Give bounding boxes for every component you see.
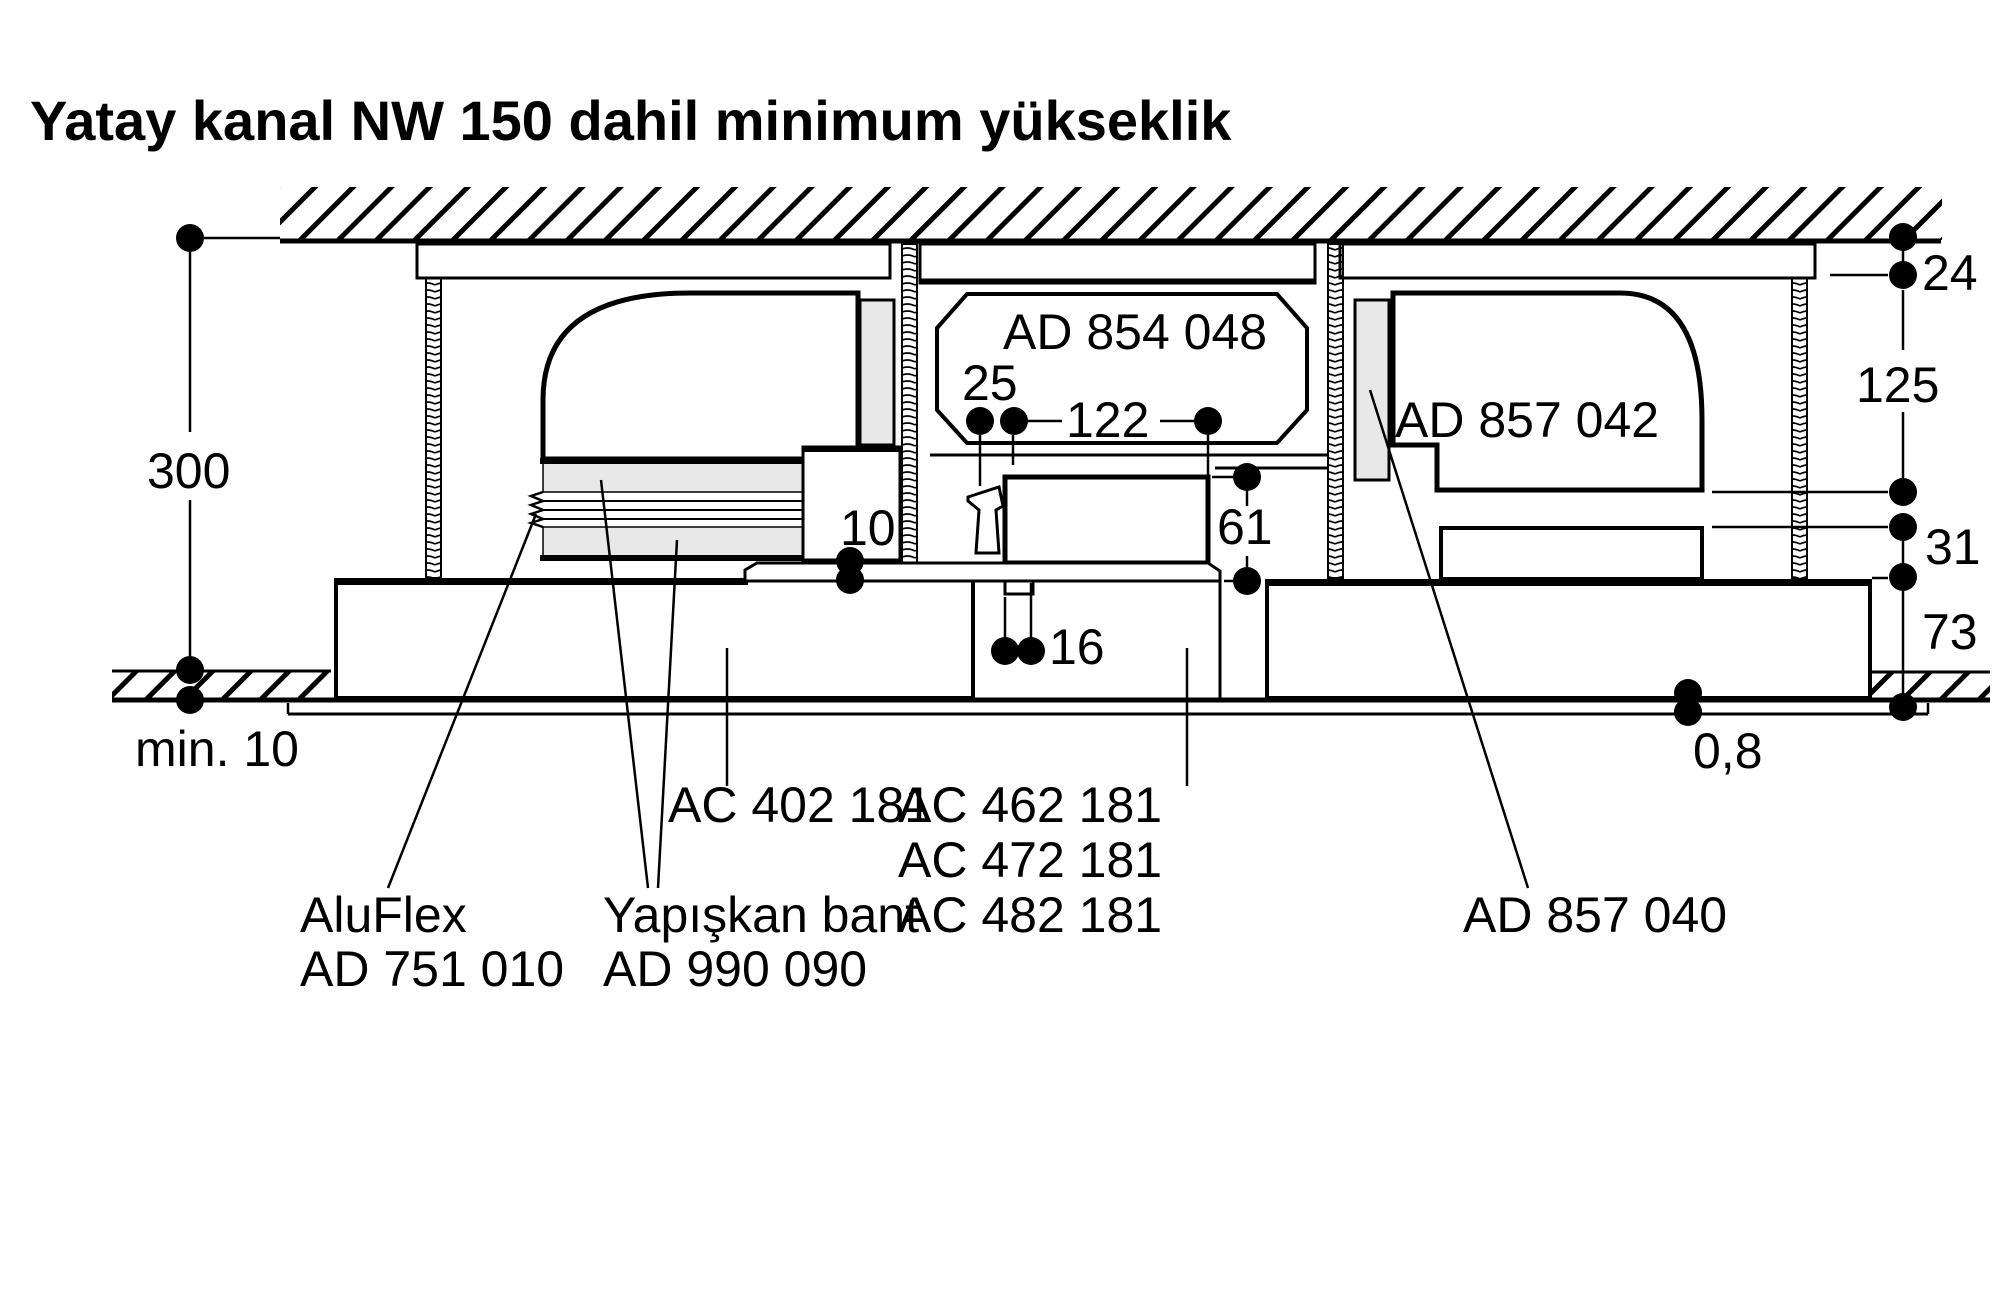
dim-base-gap-label: 10 xyxy=(840,500,896,556)
page-title: Yatay kanal NW 150 dahil minimum yüksekl… xyxy=(30,89,1232,152)
dim-total-height: 300 min. 10 xyxy=(135,224,299,777)
accordion-zigzag-left xyxy=(527,490,547,529)
left-plinth xyxy=(334,578,975,700)
dim-side-clearance-label: 16 xyxy=(1049,619,1105,675)
right-plinth xyxy=(1265,579,1872,700)
left-canopy xyxy=(540,290,861,462)
right-blower-unit: AD 857 042 xyxy=(1353,290,1705,581)
threaded-rod-icon xyxy=(1327,243,1344,579)
right-canopy xyxy=(1390,290,1705,493)
dim-connector: 25 122 xyxy=(962,355,1222,486)
floor-hatch-right xyxy=(1870,672,1990,700)
dim-recess-height-label: 61 xyxy=(1217,499,1273,555)
right-blower-label: AD 857 042 xyxy=(1395,392,1659,448)
flex-duct-accordion xyxy=(527,490,822,529)
pointer-tape-lower xyxy=(656,539,679,889)
duct-connector-label: AD 857 040 xyxy=(1463,887,1727,943)
dim-right-column: 24 125 31 73 xyxy=(1712,223,1981,721)
dim-worktop-seal-label: 0,8 xyxy=(1693,723,1763,779)
dim-connector-width-label: 122 xyxy=(1066,392,1149,448)
panel-left xyxy=(415,242,892,280)
flex-duct-band-bottom xyxy=(542,526,807,557)
downdraft-element xyxy=(1002,474,1211,566)
dim-outlet-gap-label: 31 xyxy=(1925,519,1981,575)
pointer-tape-upper xyxy=(599,479,650,889)
dim-worktop-seal: 0,8 xyxy=(1674,679,1763,779)
left-blower-unit xyxy=(527,290,902,562)
dim-connector-offset-label: 25 xyxy=(962,355,1018,411)
dim-total-height-label: 300 xyxy=(147,443,230,499)
duct-funnel xyxy=(966,485,1005,555)
downdraft-model-3: AC 482 181 xyxy=(898,887,1162,943)
downdraft-model-1: AC 462 181 xyxy=(898,777,1162,833)
downdraft-model-2: AC 472 181 xyxy=(898,832,1162,888)
floor-hatch-left xyxy=(112,671,331,700)
ceiling-duct-octagon: AD 854 048 xyxy=(935,292,1309,445)
part-labels: AC 402 181 AC 462 181 AC 472 181 AC 482 … xyxy=(300,777,1727,997)
threaded-rod-icon xyxy=(1791,277,1808,580)
flex-duct-band-top xyxy=(542,462,807,493)
dim-ceiling-panel-label: 24 xyxy=(1922,245,1978,301)
right-duct-connector-strip xyxy=(1353,298,1391,482)
tape-code-label: AD 990 090 xyxy=(603,941,867,997)
base-structure xyxy=(112,561,1990,716)
ceiling-hatch-area xyxy=(280,187,1942,240)
dim-recess-height: 61 xyxy=(1212,463,1273,595)
tape-name-label: Yapışkan bant xyxy=(603,887,919,943)
threaded-rod-icon xyxy=(901,243,918,579)
dim-side-clearance: 16 xyxy=(991,583,1105,675)
dim-plinth-height-label: 73 xyxy=(1922,604,1978,660)
left-blower-label: AC 402 181 xyxy=(668,777,932,833)
mounting-bracket xyxy=(1003,580,1035,596)
pointer-lines xyxy=(386,389,1530,889)
left-duct-connector-strip xyxy=(858,298,896,447)
panel-right xyxy=(1338,242,1817,280)
pointer-aluflex xyxy=(386,513,538,889)
panel-center xyxy=(918,242,1317,285)
flex-duct-code-label: AD 751 010 xyxy=(300,941,564,997)
right-outlet-box xyxy=(1439,526,1704,581)
pointer-duct-connector xyxy=(1368,389,1530,889)
dim-floor-clearance-label: min. 10 xyxy=(135,721,299,777)
flex-duct-name-label: AluFlex xyxy=(300,887,467,943)
threaded-rod-icon xyxy=(425,277,442,579)
ceiling-duct-label: AD 854 048 xyxy=(1003,304,1267,360)
dim-base-gap: 10 xyxy=(836,500,896,594)
octagon-frame xyxy=(935,292,1309,445)
mounting-panels xyxy=(415,242,1817,285)
dim-duct-drop-label: 125 xyxy=(1856,357,1939,413)
ceiling-hatch xyxy=(280,187,1942,244)
worktop-strip xyxy=(743,561,1222,583)
